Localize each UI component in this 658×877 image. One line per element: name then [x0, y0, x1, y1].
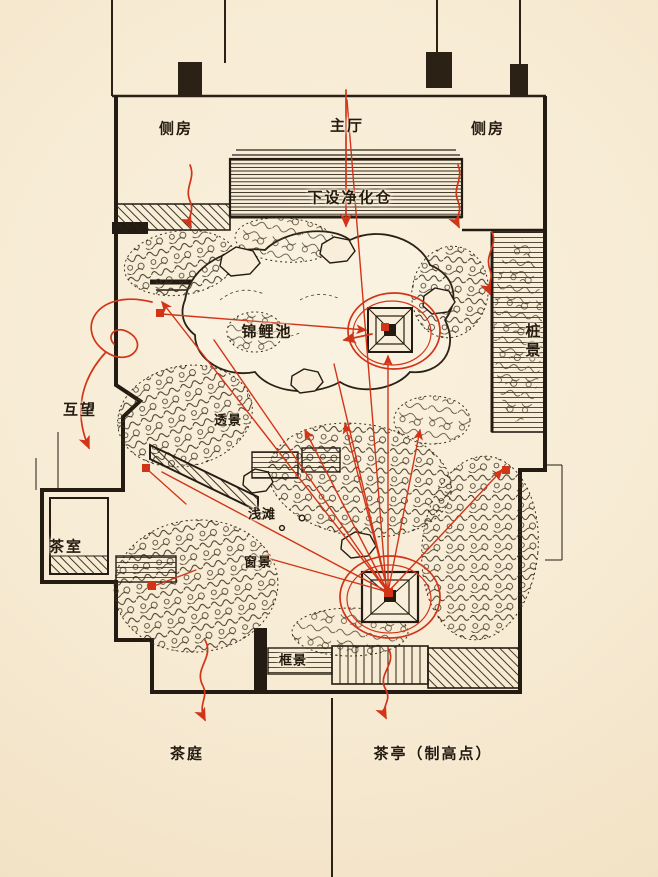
shallow-bank-step: [251, 451, 299, 479]
label-mutual-view: 互望: [62, 400, 98, 419]
label-window-view: 窗景: [243, 555, 273, 571]
red-node-dots: [142, 309, 510, 597]
wall-corner-bottom-left: [254, 628, 267, 692]
tea-pavilion-circle: [339, 555, 441, 639]
water-pavilion-circle: [347, 292, 441, 370]
building-frame: [111, 0, 546, 877]
koi-pond-sightline: [161, 313, 368, 335]
label-tea-pavilion: 茶亭（制高点）: [373, 744, 493, 763]
label-main-hall: 主厅: [329, 116, 365, 135]
red-annotations: [78, 89, 510, 722]
vegetation: [113, 217, 539, 657]
label-side-room-right: 侧房: [470, 119, 506, 138]
label-koi-pond: 锦鲤池: [241, 322, 293, 341]
column-right: [510, 64, 528, 96]
label-tea-room: 茶室: [48, 537, 84, 556]
stake-scenery-bed: [490, 231, 545, 433]
column-left: [178, 62, 202, 96]
column-center: [426, 52, 452, 88]
label-stake-scenery: 桩景: [523, 323, 542, 361]
bottom-walkway: [427, 647, 521, 689]
label-through-view: 透景: [213, 413, 243, 429]
label-purification-chamber: 下设净化仓: [307, 188, 393, 207]
mutual-view-swirl: [90, 298, 153, 359]
left-corridor-band: [115, 203, 231, 231]
arrow-to-tea-courtyard-label: [194, 639, 209, 722]
label-shallow-bank: 浅滩: [247, 507, 277, 523]
water-pavilion: [367, 307, 413, 353]
bottom-steps: [331, 645, 429, 685]
framed-view-band: [267, 647, 333, 675]
label-side-room-left: 侧房: [158, 119, 194, 138]
label-framed-view: 框景: [278, 653, 308, 669]
through-view-wall: [149, 443, 259, 513]
label-tea-courtyard: 茶庭: [169, 744, 205, 763]
arrow-to-tea-pavilion-label: [375, 647, 392, 720]
interior-structures: [35, 432, 563, 689]
